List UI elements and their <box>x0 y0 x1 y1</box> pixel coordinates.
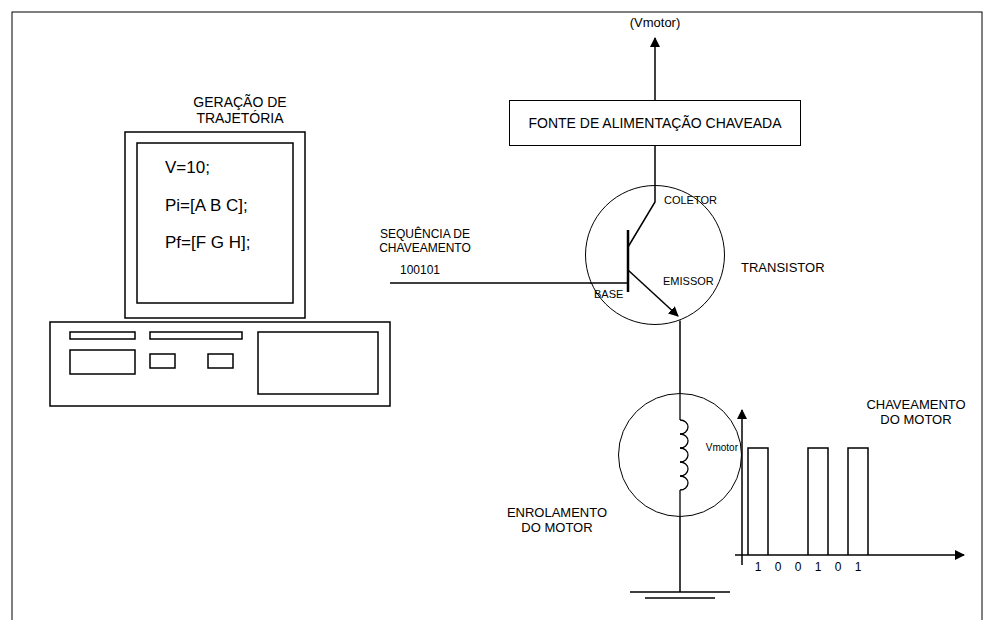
voltage-label: (Vmotor) <box>615 16 695 31</box>
part-name: TRANSISTOR <box>741 261 825 276</box>
transistor-node: TRANSISTORCOLETORBASEEMISSOR <box>585 185 725 325</box>
box-label: FONTE DE ALIMENTAÇÃO CHAVEADA <box>528 115 781 131</box>
axis-label: Vmotor <box>688 442 738 454</box>
bit-value: 0 <box>828 561 848 575</box>
pin-name: COLETOR <box>664 194 717 207</box>
bit-value: 0 <box>788 561 808 575</box>
node-title: GERAÇÃO DE TRAJETÓRIA <box>180 94 300 126</box>
wire <box>679 320 681 393</box>
bit-value: 1 <box>748 561 768 575</box>
bit-value: 1 <box>848 561 868 575</box>
computer-drawing <box>50 132 390 406</box>
bit-sequence: 100101 <box>380 264 460 278</box>
edge-label: SEQUÊNCIA DE CHAVEAMENTO <box>365 228 485 256</box>
pin-name: EMISSOR <box>663 275 714 288</box>
wire <box>654 146 656 185</box>
motor-winding-node: ENROLAMENTO DO MOTOR <box>618 393 742 517</box>
part-name: ENROLAMENTO DO MOTOR <box>501 506 613 536</box>
bit-value: 0 <box>768 561 788 575</box>
code-line: Pf=[F G H]; <box>165 233 251 253</box>
chart-title: CHAVEAMENTO DO MOTOR <box>860 398 972 428</box>
frame <box>12 12 982 620</box>
ground-symbol <box>630 517 730 598</box>
code-line: V=10; <box>165 158 210 178</box>
bit-value: 1 <box>808 561 828 575</box>
power-supply-box: FONTE DE ALIMENTAÇÃO CHAVEADA <box>509 100 800 146</box>
switching-chart <box>735 410 964 565</box>
pin-name: BASE <box>594 288 623 301</box>
coil-symbol <box>680 394 688 516</box>
wire <box>390 282 591 284</box>
computer-node: GERAÇÃO DE TRAJETÓRIA V=10; Pi=[A B C]; Pf=… <box>40 90 390 408</box>
code-line: Pi=[A B C]; <box>165 196 248 216</box>
supply-arrow <box>654 38 656 100</box>
